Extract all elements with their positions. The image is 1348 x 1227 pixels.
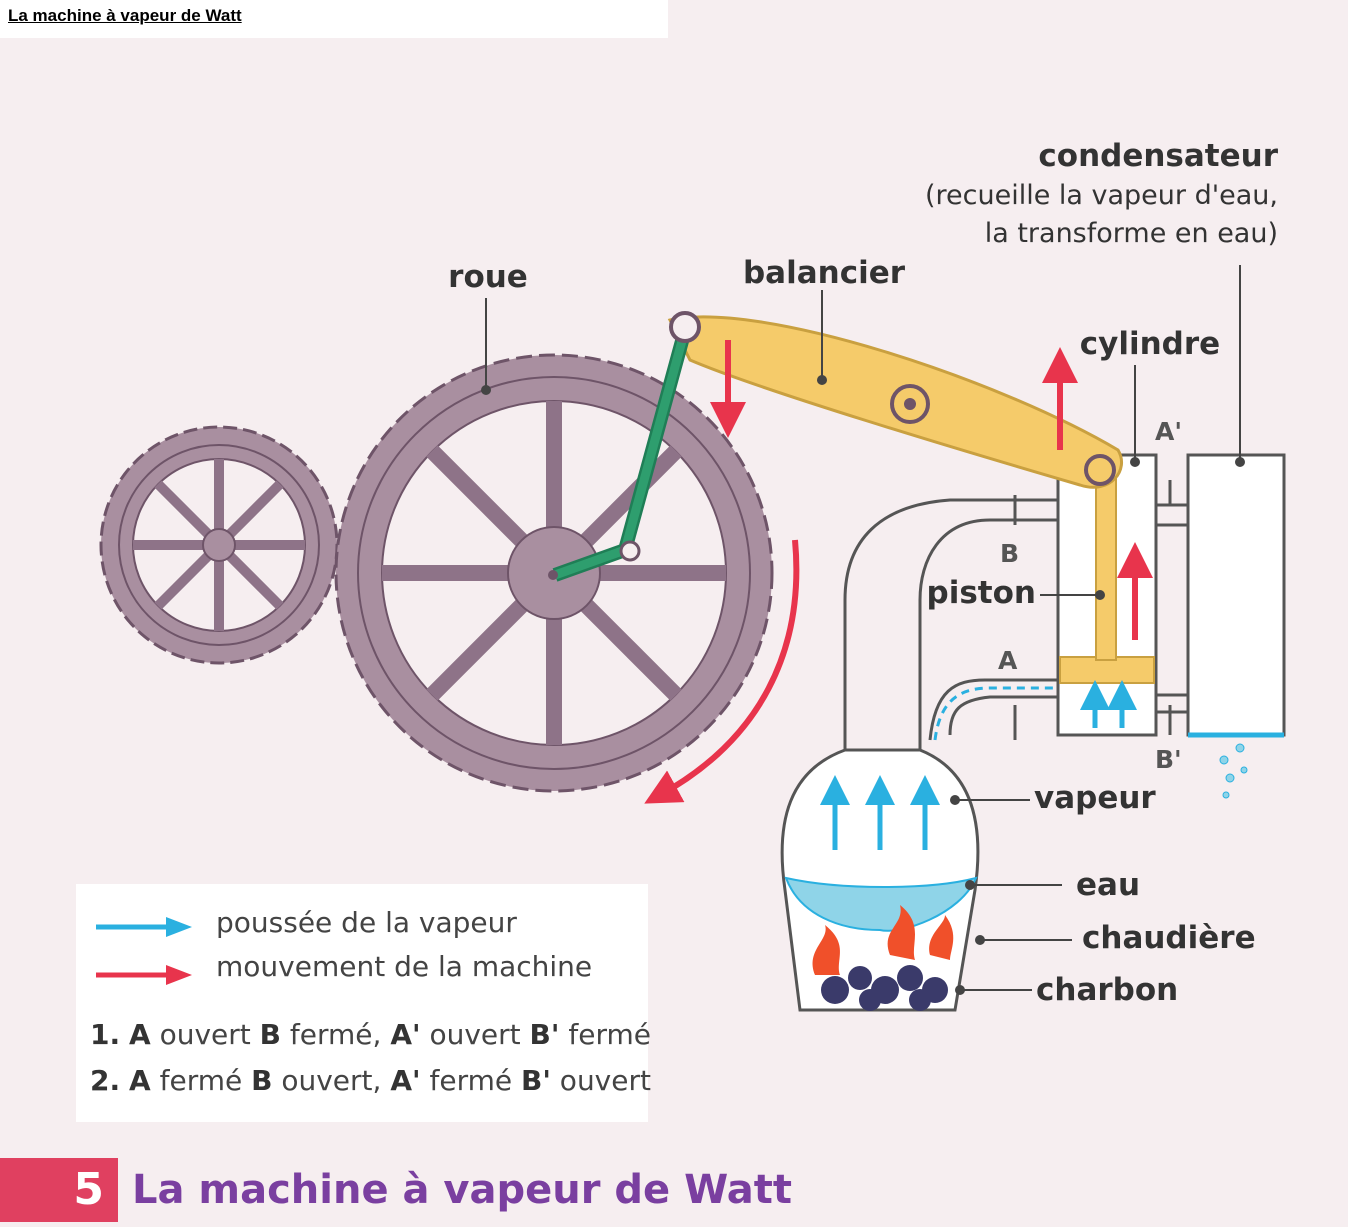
legend-machine-motion: mouvement de la machine xyxy=(216,950,593,983)
label-chaudiere: chaudière xyxy=(1082,920,1256,956)
label-condensateur-desc-1: (recueille la vapeur d'eau, xyxy=(925,180,1278,211)
machine-motion-arrow-icon xyxy=(96,965,192,985)
steam-arrows xyxy=(820,680,1137,850)
label-roue: roue xyxy=(448,259,528,295)
valve-b-prime: B' xyxy=(1155,745,1182,774)
water-drops xyxy=(1219,743,1248,799)
valve-a-prime: A' xyxy=(1155,417,1182,446)
leader-lines xyxy=(485,265,1241,991)
condenser-link xyxy=(1156,503,1188,714)
label-vapeur: vapeur xyxy=(1034,780,1156,816)
figure-caption: La machine à vapeur de Watt xyxy=(132,1167,792,1213)
steam-pipes xyxy=(843,498,1058,750)
figure-number: 5 xyxy=(0,1158,118,1222)
valve-b: B xyxy=(1000,539,1019,568)
label-charbon: charbon xyxy=(1036,972,1178,1008)
piston xyxy=(1059,474,1155,684)
steam-flow-dashes xyxy=(933,686,1060,741)
condensateur xyxy=(1186,453,1286,737)
label-condensateur: condensateur xyxy=(1038,138,1278,174)
label-balancier: balancier xyxy=(743,255,906,291)
motion-arrows xyxy=(710,340,1153,640)
steam-push-arrow-icon xyxy=(96,917,192,937)
fire xyxy=(812,905,954,975)
coal xyxy=(821,965,948,1011)
connecting-rod xyxy=(548,311,1116,582)
legend-step-2: 2. A fermé B ouvert, A' fermé B' ouvert xyxy=(90,1064,651,1097)
legend: poussée de la vapeur mouvement de la mac… xyxy=(76,884,651,1122)
label-piston: piston xyxy=(927,575,1036,611)
legend-step-1: 1. A ouvert B fermé, A' ouvert B' fermé xyxy=(90,1018,651,1051)
label-cylindre: cylindre xyxy=(1080,326,1220,362)
rotation-arrow xyxy=(644,539,800,804)
label-condensateur-desc-2: la transforme en eau) xyxy=(985,218,1278,249)
label-eau: eau xyxy=(1076,867,1140,903)
chaudiere xyxy=(780,748,980,1012)
legend-steam-push: poussée de la vapeur xyxy=(216,906,517,939)
valve-a: A xyxy=(998,646,1018,675)
small-gear xyxy=(99,425,339,665)
page-title: La machine à vapeur de Watt xyxy=(0,0,668,38)
valve-marks xyxy=(1013,480,1172,740)
